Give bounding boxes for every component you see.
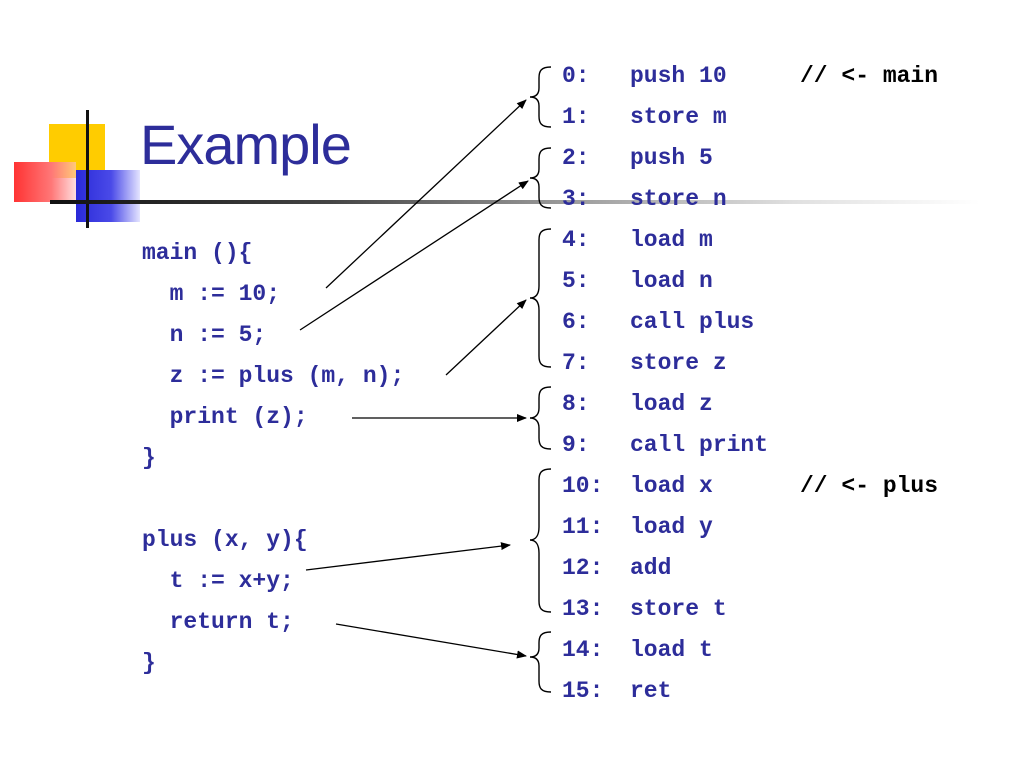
arrow-n-assign [299,180,529,331]
instruction-number: 10: [562,473,604,499]
instruction-row: 1: store m [562,97,938,138]
title-underline-rule [50,200,980,204]
instruction-list: 0: push 10 // <- main 1: store m 2: push 5 3… [562,56,938,712]
instruction-row: 10: load x // <- plus [562,466,938,507]
instruction-number: 4: [562,227,590,253]
arrow-return [335,623,527,659]
instruction-row: 7: store z [562,343,938,384]
instruction-op: add [630,555,672,581]
instruction-row: 13: store t [562,589,938,630]
code-line: return t; [142,609,294,635]
instruction-number: 11: [562,514,604,540]
code-line: t := x+y; [142,568,294,594]
instruction-op: store t [630,596,727,622]
instruction-number: 8: [562,391,590,417]
brace-shape [529,66,552,128]
instruction-row: 3: store n [562,179,938,220]
instruction-number: 0: [562,63,590,89]
instruction-number: 15: [562,678,604,704]
brace-shape [529,228,552,368]
instruction-row: 2: push 5 [562,138,938,179]
red-square-decoration [14,162,76,202]
brace-shape [529,147,552,209]
instruction-number: 2: [562,145,590,171]
vertical-rule [86,110,89,228]
instruction-number: 12: [562,555,604,581]
code-line: m := 10; [142,281,281,307]
instruction-number: 5: [562,268,590,294]
instruction-op: push 10 [630,63,727,89]
instruction-op: store n [630,186,727,212]
instruction-op: load t [630,637,713,663]
instruction-op: load x [630,473,713,499]
instruction-op: store m [630,104,727,130]
instruction-row: 4: load m [562,220,938,261]
instruction-number: 9: [562,432,590,458]
instruction-number: 7: [562,350,590,376]
instruction-number: 1: [562,104,590,130]
arrow-group [299,99,529,659]
instruction-op: call plus [630,309,755,335]
instruction-row: 14: load t [562,630,938,671]
instruction-op: load m [630,227,713,253]
instruction-op: load n [630,268,713,294]
arrow-z-assign [445,299,527,376]
instruction-row: 8: load z [562,384,938,425]
code-line: print (z); [142,404,308,430]
code-line: z := plus (m, n); [142,363,405,389]
instruction-number: 6: [562,309,590,335]
brace-shape [529,468,552,613]
arrow-t-assign [305,542,511,571]
instruction-number: 13: [562,596,604,622]
instruction-row: 9: call print [562,425,938,466]
arrow-m-assign [325,99,527,289]
instruction-number: 3: [562,186,590,212]
code-line: n := 5; [142,322,267,348]
instruction-op: load y [630,514,713,540]
instruction-row: 11: load y [562,507,938,548]
instruction-row: 12: add [562,548,938,589]
brace-group [529,66,552,693]
instruction-op: ret [630,678,672,704]
code-line: plus (x, y){ [142,527,308,553]
code-line: main (){ [142,240,253,266]
instruction-op: store z [630,350,727,376]
instruction-row: 6: call plus [562,302,938,343]
instruction-row: 15: ret [562,671,938,712]
instruction-comment: // <- main [800,63,939,89]
instruction-row: 5: load n [562,261,938,302]
instruction-row: 0: push 10 // <- main [562,56,938,97]
instruction-op: call print [630,432,769,458]
instruction-op: load z [630,391,713,417]
source-code-block: main (){ m := 10; n := 5; z := plus (m, … [142,233,404,684]
brace-shape [529,386,552,450]
code-line: } [142,650,156,676]
instruction-comment: // <- plus [800,473,939,499]
instruction-number: 14: [562,637,604,663]
instruction-op: push 5 [630,145,713,171]
brace-shape [529,631,552,693]
code-line: } [142,445,156,471]
slide-title: Example [140,113,352,176]
